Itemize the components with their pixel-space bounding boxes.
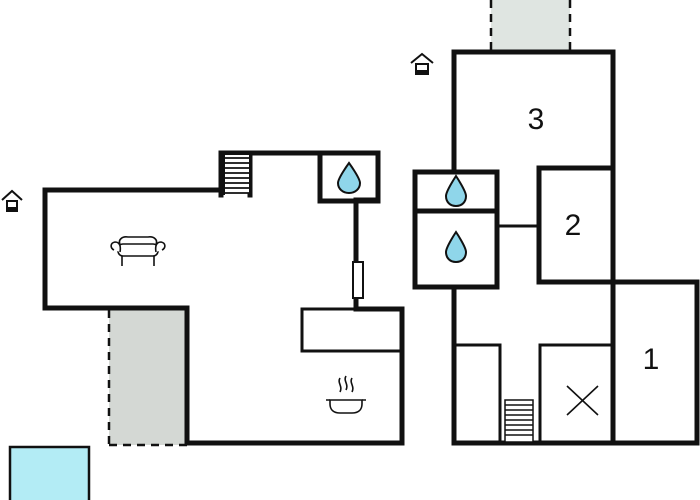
- left-building: [42, 150, 405, 446]
- balcony-top: [489, 0, 572, 50]
- room-2-number: 2: [565, 209, 582, 242]
- room-1-number: 1: [643, 343, 660, 376]
- water-drop-icon: [444, 230, 468, 264]
- house-entrance-icon: [410, 52, 434, 75]
- pool: [8, 445, 91, 500]
- sofa-icon: [110, 236, 166, 266]
- water-drop-icon: [336, 161, 362, 195]
- house-entrance-icon: [1, 189, 23, 212]
- stairs-icon: [504, 399, 534, 443]
- cooking-pot-icon: [326, 375, 366, 414]
- water-drop-icon: [444, 174, 468, 208]
- stairs-icon: [223, 155, 251, 195]
- right-building: [412, 49, 700, 446]
- terrace: [107, 310, 187, 447]
- room-3-number: 3: [528, 103, 545, 136]
- cross-icon: [566, 385, 599, 416]
